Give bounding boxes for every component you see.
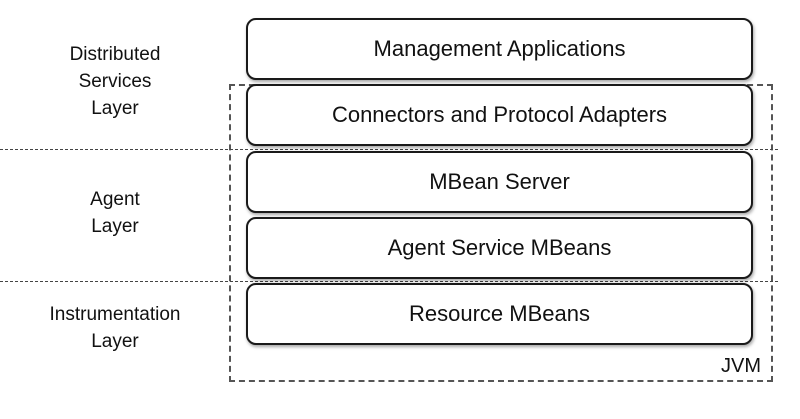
box-mbean-server: MBean Server bbox=[246, 151, 753, 213]
box-resource-mbeans: Resource MBeans bbox=[246, 283, 753, 345]
label-line: Distributed bbox=[69, 44, 161, 65]
label-line: Layer bbox=[91, 98, 139, 119]
box-connectors-protocol-adapters: Connectors and Protocol Adapters bbox=[246, 84, 753, 146]
label-instrumentation-layer: Instrumentation Layer bbox=[20, 301, 210, 355]
label-distributed-services-layer: Distributed Services Layer bbox=[20, 41, 210, 122]
label-line: Services bbox=[78, 71, 152, 92]
layer-divider-agent-instrumentation bbox=[0, 281, 778, 282]
label-line: Agent bbox=[90, 189, 140, 210]
box-management-applications: Management Applications bbox=[246, 18, 753, 80]
box-agent-service-mbeans: Agent Service MBeans bbox=[246, 217, 753, 279]
label-line: Layer bbox=[91, 216, 139, 237]
layer-divider-services-agent bbox=[0, 149, 778, 150]
label-line: Layer bbox=[91, 331, 139, 352]
label-line: Instrumentation bbox=[49, 304, 181, 325]
jvm-label: JVM bbox=[721, 355, 761, 377]
label-agent-layer: Agent Layer bbox=[20, 186, 210, 240]
